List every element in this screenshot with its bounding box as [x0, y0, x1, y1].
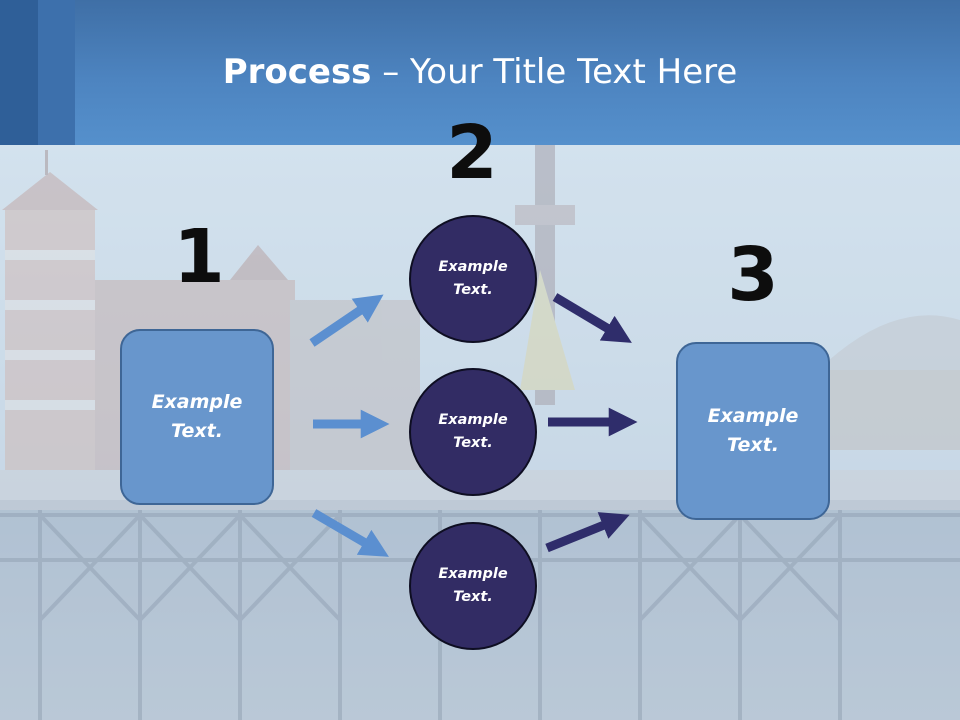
- header-accent-stripe-2: [38, 0, 75, 145]
- title-rest: – Your Title Text Here: [371, 52, 738, 92]
- header-band: [0, 0, 960, 145]
- header-accent-stripe: [0, 0, 38, 145]
- arrow-1-to-bottom: [311, 509, 389, 557]
- step-2-circle-bottom: Example Text.: [409, 522, 537, 650]
- step-number-3: 3: [727, 232, 779, 318]
- step-number-2: 2: [446, 110, 498, 196]
- slide-title: Process – Your Title Text Here: [0, 52, 960, 92]
- title-bold: Process: [222, 52, 372, 92]
- step-3-text: Example Text.: [707, 405, 799, 456]
- arrow-top-to-3: [552, 293, 632, 343]
- step-2-circle-middle: Example Text.: [409, 368, 537, 496]
- arrow-1-to-top: [309, 294, 384, 347]
- step-3-box: Example Text.: [676, 342, 830, 520]
- step-2-circle-middle-text: Example Text.: [438, 412, 508, 451]
- step-1-box: Example Text.: [120, 329, 274, 505]
- step-2-circle-bottom-text: Example Text.: [438, 566, 508, 605]
- step-1-text: Example Text.: [151, 391, 243, 442]
- step-number-1: 1: [173, 214, 225, 300]
- arrow-bottom-to-3: [545, 512, 630, 553]
- step-2-circle-top: Example Text.: [409, 215, 537, 343]
- step-2-circle-top-text: Example Text.: [438, 259, 508, 298]
